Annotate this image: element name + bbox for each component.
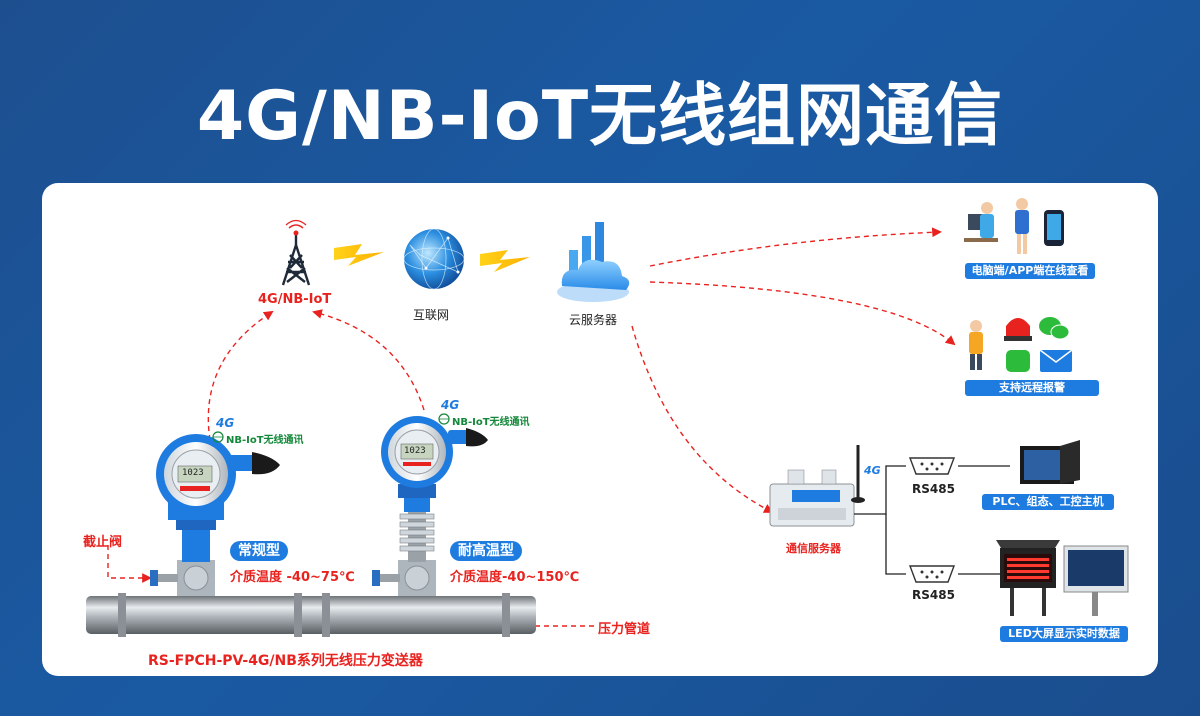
network-globe-small-icon: [212, 413, 450, 443]
led-display-icon: [996, 540, 1129, 616]
plc-endpoint-label: PLC、组态、工控主机: [982, 494, 1114, 510]
cloud-server-icon: [557, 222, 630, 302]
fourg-badge-left: 4G: [216, 416, 235, 430]
tower-label: 4G/NB-IoT: [258, 292, 332, 307]
rs485-bottom-label: RS485: [912, 588, 955, 602]
nb-iot-badge-right: NB-IoT无线通讯: [452, 417, 530, 428]
lcd-readout-right: 1023: [404, 446, 426, 456]
fourg-badge-right: 4G: [441, 398, 460, 412]
transmitter-normal: [150, 434, 280, 596]
rs485-lines: [854, 465, 1010, 575]
internet-label: 互联网: [413, 308, 450, 322]
users-monitoring-icon: [964, 198, 1064, 254]
type-high-badge: 耐高温型: [450, 541, 522, 561]
comm-server-device: [769, 445, 865, 527]
alarm-methods-icon: [969, 317, 1073, 372]
view-endpoint-label: 电脑端/APP端在线查看: [965, 263, 1095, 279]
product-label: RS-FPCH-PV-4G/NB系列无线压力变送器: [148, 653, 423, 669]
signal-path-lines: [107, 227, 956, 631]
type-normal-badge: 常规型: [230, 541, 288, 561]
led-endpoint-label: LED大屏显示实时数据: [1000, 626, 1128, 642]
cloud-server-label: 云服务器: [569, 313, 618, 327]
rs485-connector-icon: [908, 457, 956, 583]
lightning-icon: [334, 244, 530, 272]
page-title: 4G/NB-IoT无线组网通信: [196, 77, 1004, 156]
nb-iot-badge-left: NB-IoT无线通讯: [226, 435, 304, 446]
fourg-server-label: 4G: [864, 464, 881, 477]
plc-monitor-icon: [1020, 440, 1080, 484]
tower-icon: [281, 219, 311, 286]
type-normal-temp: 介质温度 -40~75℃: [230, 570, 355, 585]
pressure-pipe: [86, 593, 536, 637]
type-high-temp: 介质温度-40~150℃: [450, 570, 580, 585]
comm-server-label: 通信服务器: [786, 542, 841, 555]
valve-label: 截止阀: [83, 535, 123, 550]
globe-icon: [403, 228, 465, 290]
transmitter-high-temp: [372, 416, 488, 596]
lcd-readout-left: 1023: [182, 468, 204, 478]
pipe-label: 压力管道: [598, 622, 651, 637]
alarm-endpoint-label: 支持远程报警: [965, 380, 1099, 396]
rs485-top-label: RS485: [912, 482, 955, 496]
